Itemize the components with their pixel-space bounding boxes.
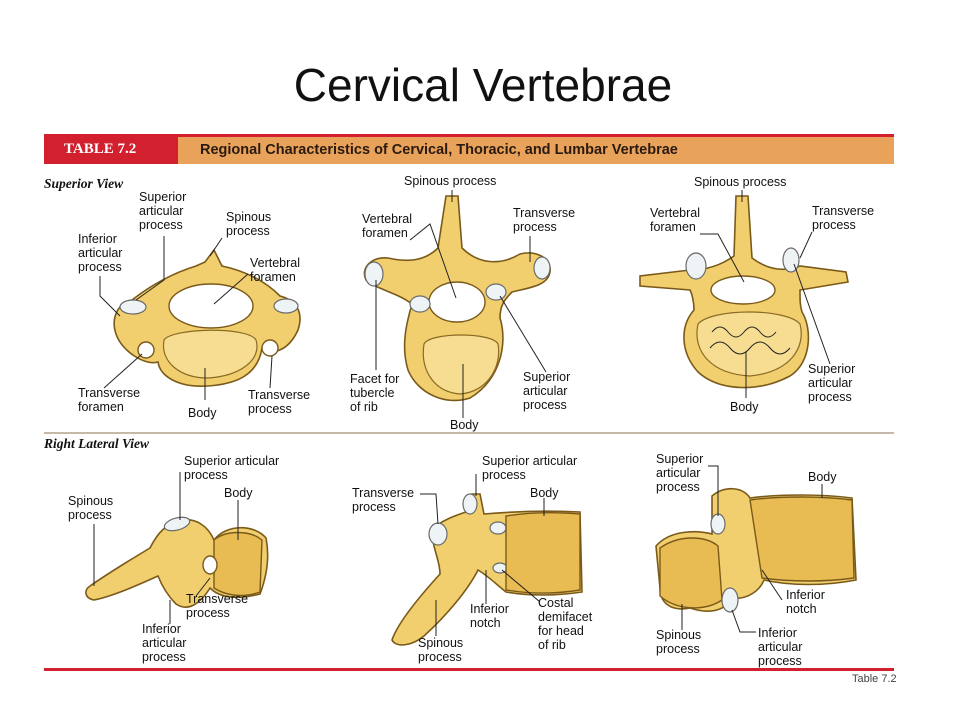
label-c-sup-spinous: Spinous process <box>226 210 272 238</box>
label-c-sup-transverse: Transverse process <box>248 388 311 416</box>
label-c-lat-body: Body <box>224 486 253 500</box>
table-header-bar: TABLE 7.2 Regional Characteristics of Ce… <box>44 134 894 164</box>
label-c-sup-vertebral-foramen: Vertebral foramen <box>250 256 301 284</box>
section-divider <box>44 432 894 434</box>
table-tag: TABLE 7.2 <box>44 134 178 164</box>
label-t-sup-transverse: Transverse process <box>513 206 576 234</box>
label-t-sup-vertebral-foramen: Vertebral foramen <box>362 212 413 240</box>
label-l-sup-spinous: Spinous process <box>694 175 787 189</box>
label-l-lat-superior-articular: Superior articular process <box>656 452 704 494</box>
label-t-sup-body: Body <box>450 418 479 432</box>
label-l-lat-inferior-articular: Inferior articular process <box>758 626 803 668</box>
table-heading: Regional Characteristics of Cervical, Th… <box>200 142 678 158</box>
label-c-lat-inferior-articular: Inferior articular process <box>142 622 187 664</box>
label-t-lat-spinous: Spinous process <box>418 636 464 664</box>
lumbar-vertebra-lateral-view <box>655 487 857 613</box>
label-l-sup-body: Body <box>730 400 759 414</box>
label-l-sup-superior-articular: Superior articular process <box>808 362 856 404</box>
label-c-sup-inferior-articular: Inferior articular process <box>78 232 123 274</box>
label-t-lat-body: Body <box>530 486 559 500</box>
cervical-vertebra-superior-view <box>113 248 301 387</box>
label-t-lat-superior-articular: Superior articular process <box>482 454 578 482</box>
table-caption: Table 7.2 <box>852 673 897 685</box>
label-l-sup-transverse: Transverse process <box>812 204 875 232</box>
cervical-vertebra-lateral-view <box>85 516 269 608</box>
label-c-sup-transverse-foramen: Transverse foramen <box>78 386 141 414</box>
label-t-lat-inferior-notch: Inferior notch <box>470 602 509 630</box>
section-label-lateral: Right Lateral View <box>44 436 150 451</box>
lumbar-vertebra-superior-view <box>639 195 849 389</box>
label-l-lat-inferior-notch: Inferior notch <box>786 588 825 616</box>
thoracic-vertebra-superior-view <box>363 195 551 402</box>
leader-lines <box>93 190 831 636</box>
label-c-lat-superior-articular: Superior articular process <box>184 454 280 482</box>
label-t-lat-costal-demifacet: Costal demifacet for head of rib <box>538 596 593 652</box>
label-c-sup-body: Body <box>188 406 217 420</box>
section-label-superior: Superior View <box>44 176 124 191</box>
label-c-sup-superior-articular: Superior articular process <box>139 190 187 232</box>
label-l-lat-spinous: Spinous process <box>656 628 702 656</box>
label-t-sup-superior-articular: Superior articular process <box>523 370 571 412</box>
label-c-lat-spinous: Spinous process <box>68 494 114 522</box>
label-t-sup-facet: Facet for tubercle of rib <box>350 372 400 414</box>
slide-title: Cervical Vertebrae <box>293 59 673 111</box>
label-c-lat-transverse: Transverse process <box>186 592 249 620</box>
label-t-lat-transverse: Transverse process <box>352 486 415 514</box>
label-l-lat-body: Body <box>808 470 837 484</box>
bottom-rule <box>44 668 894 671</box>
thoracic-vertebra-lateral-view <box>391 493 583 646</box>
label-l-sup-vertebral-foramen: Vertebral foramen <box>650 206 701 234</box>
label-t-sup-spinous: Spinous process <box>404 174 497 188</box>
